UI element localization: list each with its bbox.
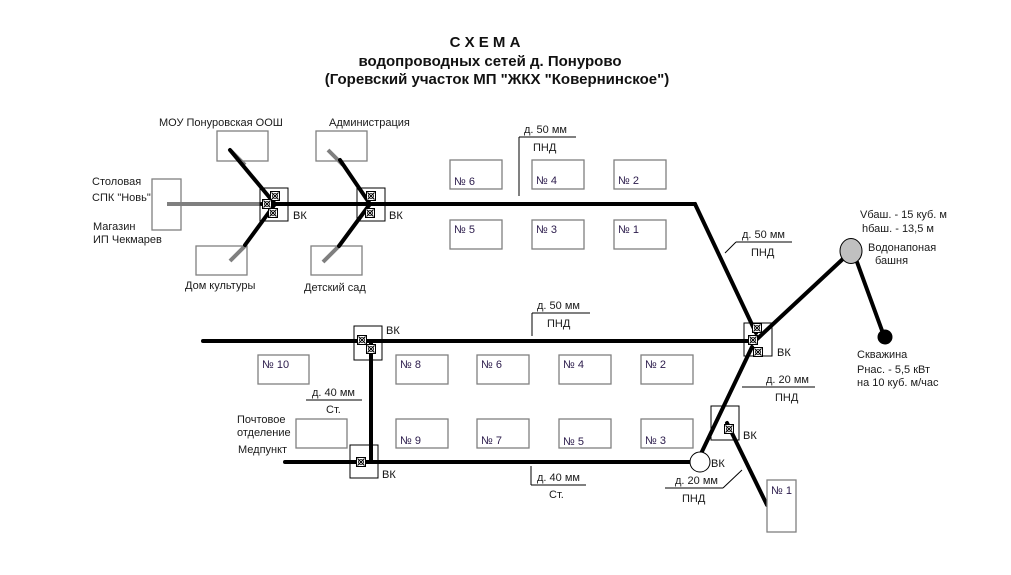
svg-text:№ 1: № 1	[618, 224, 639, 236]
pipe-admin-branch	[338, 158, 372, 206]
borehole	[877, 329, 893, 345]
tower-volume: Vбаш. - 15 куб. м	[860, 209, 947, 221]
pipe-label-vertical-mat: Ст.	[326, 404, 341, 416]
svg-text:№ 2: № 2	[618, 175, 639, 187]
well-junction	[743, 322, 773, 357]
svg-text:№ 9: № 9	[400, 435, 421, 447]
svg-text:№ 2: № 2	[645, 359, 666, 371]
pipe-label-branch-bottom-mat: ПНД	[682, 493, 706, 505]
label-medpoint: Медпункт	[238, 444, 287, 456]
well-branch	[710, 405, 740, 441]
building-administration	[315, 130, 368, 162]
well-label-top-1: ВК	[293, 210, 307, 222]
house-bottom-6: № 6	[476, 354, 530, 385]
borehole-pump: Pнас. - 5,5 кВт	[857, 364, 930, 376]
well-bottom-left	[349, 444, 379, 479]
pipe-school-branch	[228, 148, 277, 206]
house-bottom-9: № 9	[395, 418, 449, 449]
pipe-label-diagonal-mat: ПНД	[751, 247, 775, 259]
pipe-label-bottom-mat: Ст.	[549, 489, 564, 501]
svg-text:№ 6: № 6	[454, 176, 475, 188]
svg-text:№ 5: № 5	[563, 436, 584, 448]
tower-label-2: башня	[875, 255, 908, 267]
pipe-label-middle-dia: д. 50 мм	[537, 300, 580, 312]
title-line1: С Х Е М А	[450, 34, 521, 51]
house-top-1: № 1	[613, 219, 667, 250]
label-canteen-2: СПК "Новь"	[92, 192, 151, 204]
svg-text:№ 3: № 3	[645, 435, 666, 447]
well-label-branch: ВК	[743, 430, 757, 442]
well-label-junction: ВК	[777, 347, 791, 359]
svg-text:№ 1: № 1	[771, 485, 792, 497]
well-top-1	[259, 187, 289, 222]
house-top-4: № 4	[531, 159, 585, 190]
well-round	[689, 451, 711, 473]
house-top-6: № 6	[449, 159, 503, 190]
well-top-2	[356, 187, 386, 222]
house-bottom-2: № 2	[640, 354, 694, 385]
house-bottom-4: № 4	[558, 354, 612, 385]
svg-text:№ 3: № 3	[536, 224, 557, 236]
well-label-middle-left: ВК	[386, 325, 400, 337]
pipe-label-branch-right-dia: д. 20 мм	[766, 374, 809, 386]
well-label-top-2: ВК	[389, 210, 403, 222]
service-pipe-culture	[228, 243, 248, 263]
label-school: МОУ Понуровская ООШ	[159, 117, 283, 129]
pipe-label-top-mat: ПНД	[533, 142, 557, 154]
service-pipe-kindergarten	[321, 244, 341, 264]
label-administration: Администрация	[329, 117, 410, 129]
house-bottom-7: № 7	[476, 418, 530, 449]
water-tower	[839, 238, 863, 264]
title-line3: (Горевский участок МП "ЖКХ "Ковернинское…	[325, 71, 669, 88]
well-middle-left	[353, 325, 383, 361]
pipe-label-branch-right-mat: ПНД	[775, 392, 799, 404]
label-post-1: Почтовое	[237, 414, 286, 426]
label-culture-house: Дом культуры	[185, 280, 255, 292]
pipe-label-diagonal-dia: д. 50 мм	[742, 229, 785, 241]
label-shop-1: Магазин	[93, 221, 135, 233]
well-label-bottom-left: ВК	[382, 469, 396, 481]
svg-text:№ 5: № 5	[454, 224, 475, 236]
svg-text:№ 4: № 4	[536, 175, 557, 187]
house-bottom-8: № 8	[395, 354, 449, 385]
svg-text:№ 8: № 8	[400, 359, 421, 371]
svg-text:№ 7: № 7	[481, 435, 502, 447]
title-line2: водопроводных сетей д. Понурово	[358, 53, 621, 70]
pipe-label-branch-bottom-dia: д. 20 мм	[675, 475, 718, 487]
pipe-label-middle-mat: ПНД	[547, 318, 571, 330]
tower-label-1: Водонапоная	[868, 242, 936, 254]
house-bottom-3: № 3	[640, 418, 694, 449]
borehole-label: Скважина	[857, 349, 908, 361]
house-bottom-1: № 1	[766, 479, 797, 533]
building-school	[216, 130, 269, 162]
tower-height: hбаш. - 13,5 м	[862, 223, 934, 235]
house-bottom-5: № 5	[558, 418, 612, 449]
pipe-diagonal	[693, 202, 758, 335]
pipe-to-tower	[754, 255, 847, 342]
pipe-kindergarten-branch	[337, 202, 372, 248]
house-bottom-10: № 10	[257, 354, 310, 385]
label-kindergarten: Детский сад	[304, 282, 366, 294]
building-post-medpoint	[295, 418, 348, 449]
svg-text:№ 4: № 4	[563, 359, 584, 371]
borehole-capacity: на 10 куб. м/час	[857, 377, 939, 389]
pipe-label-vertical-dia: д. 40 мм	[312, 387, 355, 399]
svg-text:№ 10: № 10	[262, 359, 289, 371]
pipe-branch-house1	[725, 421, 769, 507]
label-shop-2: ИП Чекмарев	[93, 234, 162, 246]
pipe-label-top-dia: д. 50 мм	[524, 124, 567, 136]
well-label-round: ВК	[711, 458, 725, 470]
label-canteen-1: Столовая	[92, 176, 141, 188]
pipe-label-bottom-dia: д. 40 мм	[537, 472, 580, 484]
pipe-branch-right	[695, 345, 754, 464]
svg-text:№ 6: № 6	[481, 359, 502, 371]
pipe-tower-borehole	[855, 260, 886, 338]
house-top-5: № 5	[449, 219, 503, 250]
house-top-3: № 3	[531, 219, 585, 250]
house-top-2: № 2	[613, 159, 667, 190]
label-post-2: отделение	[237, 427, 291, 439]
